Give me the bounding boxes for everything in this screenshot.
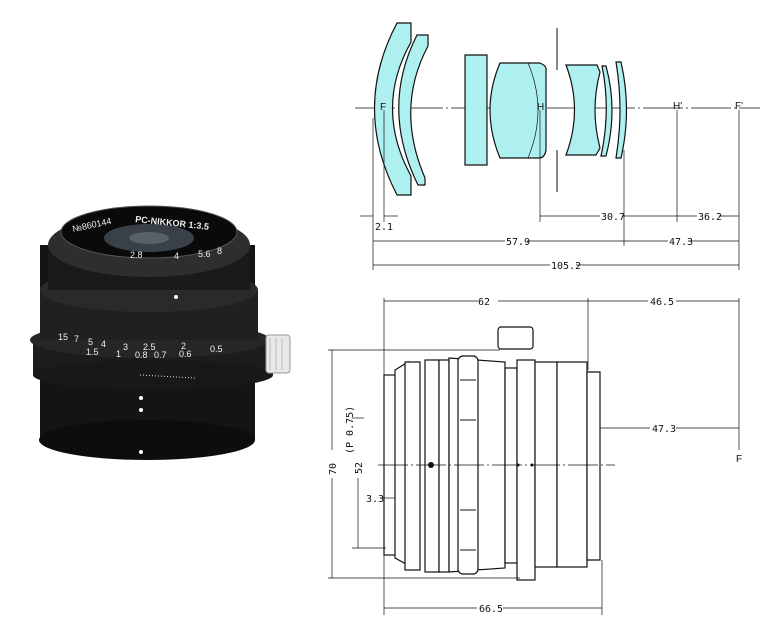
aperture-mark: 2.8: [130, 250, 143, 260]
dimension-label: 36.2: [698, 212, 722, 223]
dimension-label: 105.2: [551, 261, 581, 272]
distance-mark: 2: [181, 341, 186, 351]
dimension-label: 57.9: [506, 237, 530, 248]
distance-mark: 15: [58, 332, 68, 342]
dimension-label: 2.1: [375, 222, 393, 233]
shift-knob: [265, 334, 291, 374]
dimension-label: 47.3: [669, 237, 693, 248]
dimension-label: (P 0.75): [345, 406, 356, 454]
dimension-label: 46.5: [650, 297, 674, 308]
dimension-label: 62: [478, 297, 490, 308]
focal-point-label: F: [736, 454, 742, 465]
front-focal-point-label: F: [380, 102, 386, 113]
distance-mark-m: 0.5: [210, 344, 223, 354]
dimension-label: 30.7: [601, 212, 625, 223]
aperture-mark: 5.6: [198, 249, 211, 259]
front-principal-point-label: H: [537, 102, 544, 113]
dimension-label: 66.5: [479, 604, 503, 615]
distance-mark: 5: [88, 337, 93, 347]
rear-principal-point-label: H': [673, 101, 682, 112]
lens-elements: [373, 22, 628, 196]
aperture-mark: 4: [174, 251, 179, 261]
distance-mark-m: 1: [116, 349, 121, 359]
distance-mark: 1.5: [86, 347, 99, 357]
distance-mark-m: 0.7: [154, 350, 167, 360]
rear-focal-point-label: F': [735, 101, 743, 112]
dimension-label: 47.3: [652, 424, 676, 435]
distance-mark-m: 0.6: [179, 349, 192, 359]
distance-mark: 3: [123, 342, 128, 352]
distance-mark: 2.5: [143, 342, 156, 352]
distance-mark: 4: [101, 339, 106, 349]
distance-mark: 7: [74, 334, 79, 344]
distance-mark-m: 0.8: [135, 350, 148, 360]
lens-outline: [383, 326, 601, 581]
dimension-label: 52: [354, 462, 365, 474]
dimension-label: 3.3: [366, 494, 384, 505]
aperture-mark: 8: [217, 246, 222, 256]
lens-body: №860144 PC-NIKKOR 1:3.5 2.8 4 5.6 8 15 7…: [30, 205, 291, 460]
dimension-label: 70: [328, 463, 339, 475]
